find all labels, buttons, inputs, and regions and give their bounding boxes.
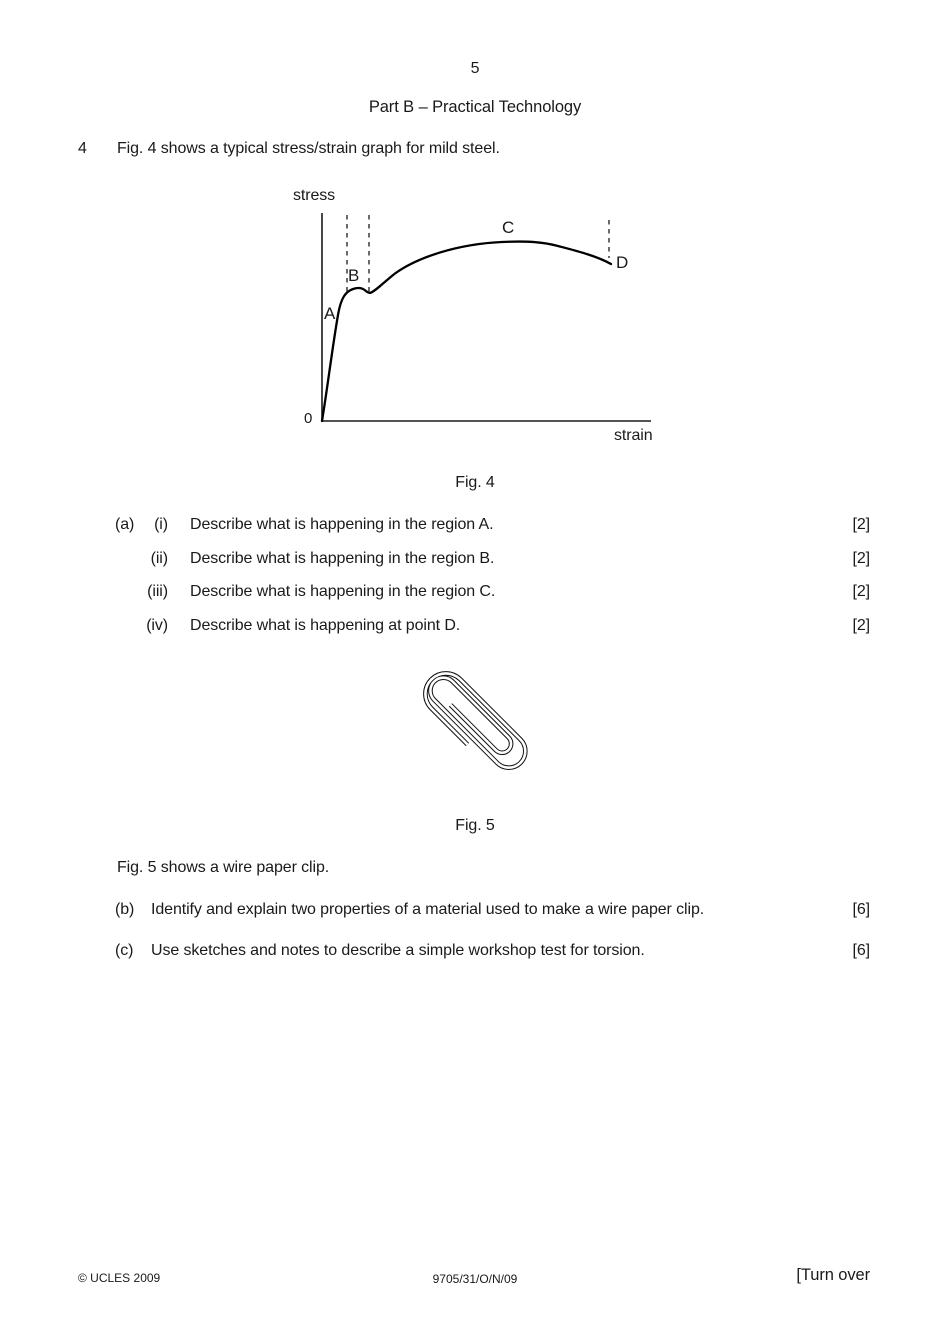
x-axis-label: strain [614, 427, 653, 444]
roman-numeral-ii: (ii) [150, 550, 168, 567]
figure5-intro: Fig. 5 shows a wire paper clip. [117, 859, 330, 876]
y-axis-label: stress [293, 187, 336, 204]
footer-paper-code: 9705/31/O/N/09 [432, 1272, 518, 1286]
stress-strain-curve-svg [320, 213, 651, 423]
part-a-item-text: Describe what is happening in the region… [190, 516, 494, 533]
roman-numeral-i: (i) [154, 516, 168, 533]
figure5-paperclip-drawing [400, 648, 560, 808]
figure4-graph: stress strain 0 A B C D [280, 185, 680, 455]
part-a-label: (a) [115, 516, 135, 533]
part-a-item-i: (a) (i) Describe what is happening in th… [0, 516, 950, 538]
part-c-row: (c) Use sketches and notes to describe a… [0, 942, 950, 964]
part-a-item-iv: (iv) Describe what is happening at point… [0, 617, 950, 639]
page-number: 5 [470, 60, 480, 77]
marks-badge: [2] [852, 583, 871, 600]
part-c-text: Use sketches and notes to describe a sim… [151, 942, 645, 959]
part-b-row: (b) Identify and explain two properties … [0, 901, 950, 923]
question-intro: Fig. 4 shows a typical stress/strain gra… [117, 140, 500, 157]
part-c-label: (c) [115, 942, 134, 959]
marks-badge: [2] [852, 617, 871, 634]
marks-badge: [2] [852, 516, 871, 533]
point-label-d: D [616, 253, 629, 272]
marks-badge: [6] [852, 942, 871, 959]
marks-badge: [6] [852, 901, 871, 918]
question-intro-row: 4 Fig. 4 shows a typical stress/strain g… [0, 140, 950, 162]
footer-turn-over: [Turn over [796, 1266, 870, 1284]
part-b-label: (b) [115, 901, 135, 918]
question-number: 4 [78, 140, 87, 157]
paperclip-icon [423, 671, 528, 770]
origin-label: 0 [304, 410, 313, 427]
part-b-text: Identify and explain two properties of a… [151, 901, 705, 918]
point-label-c: C [502, 218, 515, 237]
part-a-item-text: Describe what is happening in the region… [190, 550, 495, 567]
section-heading: Part B – Practical Technology [368, 98, 582, 116]
roman-numeral-iv: (iv) [146, 617, 168, 634]
point-label-a: A [324, 304, 336, 323]
part-a-item-ii: (ii) Describe what is happening in the r… [0, 550, 950, 572]
part-a-item-iii: (iii) Describe what is happening in the … [0, 583, 950, 605]
roman-numeral-iii: (iii) [147, 583, 168, 600]
point-label-b: B [348, 266, 360, 285]
figure5-intro-row: Fig. 5 shows a wire paper clip. [0, 859, 950, 881]
marks-badge: [2] [852, 550, 871, 567]
figure5-caption: Fig. 5 [455, 817, 495, 834]
figure4-caption: Fig. 4 [455, 474, 495, 491]
footer-copyright: © UCLES 2009 [78, 1271, 161, 1285]
part-a-item-text: Describe what is happening at point D. [190, 617, 461, 634]
part-a-item-text: Describe what is happening in the region… [190, 583, 496, 600]
